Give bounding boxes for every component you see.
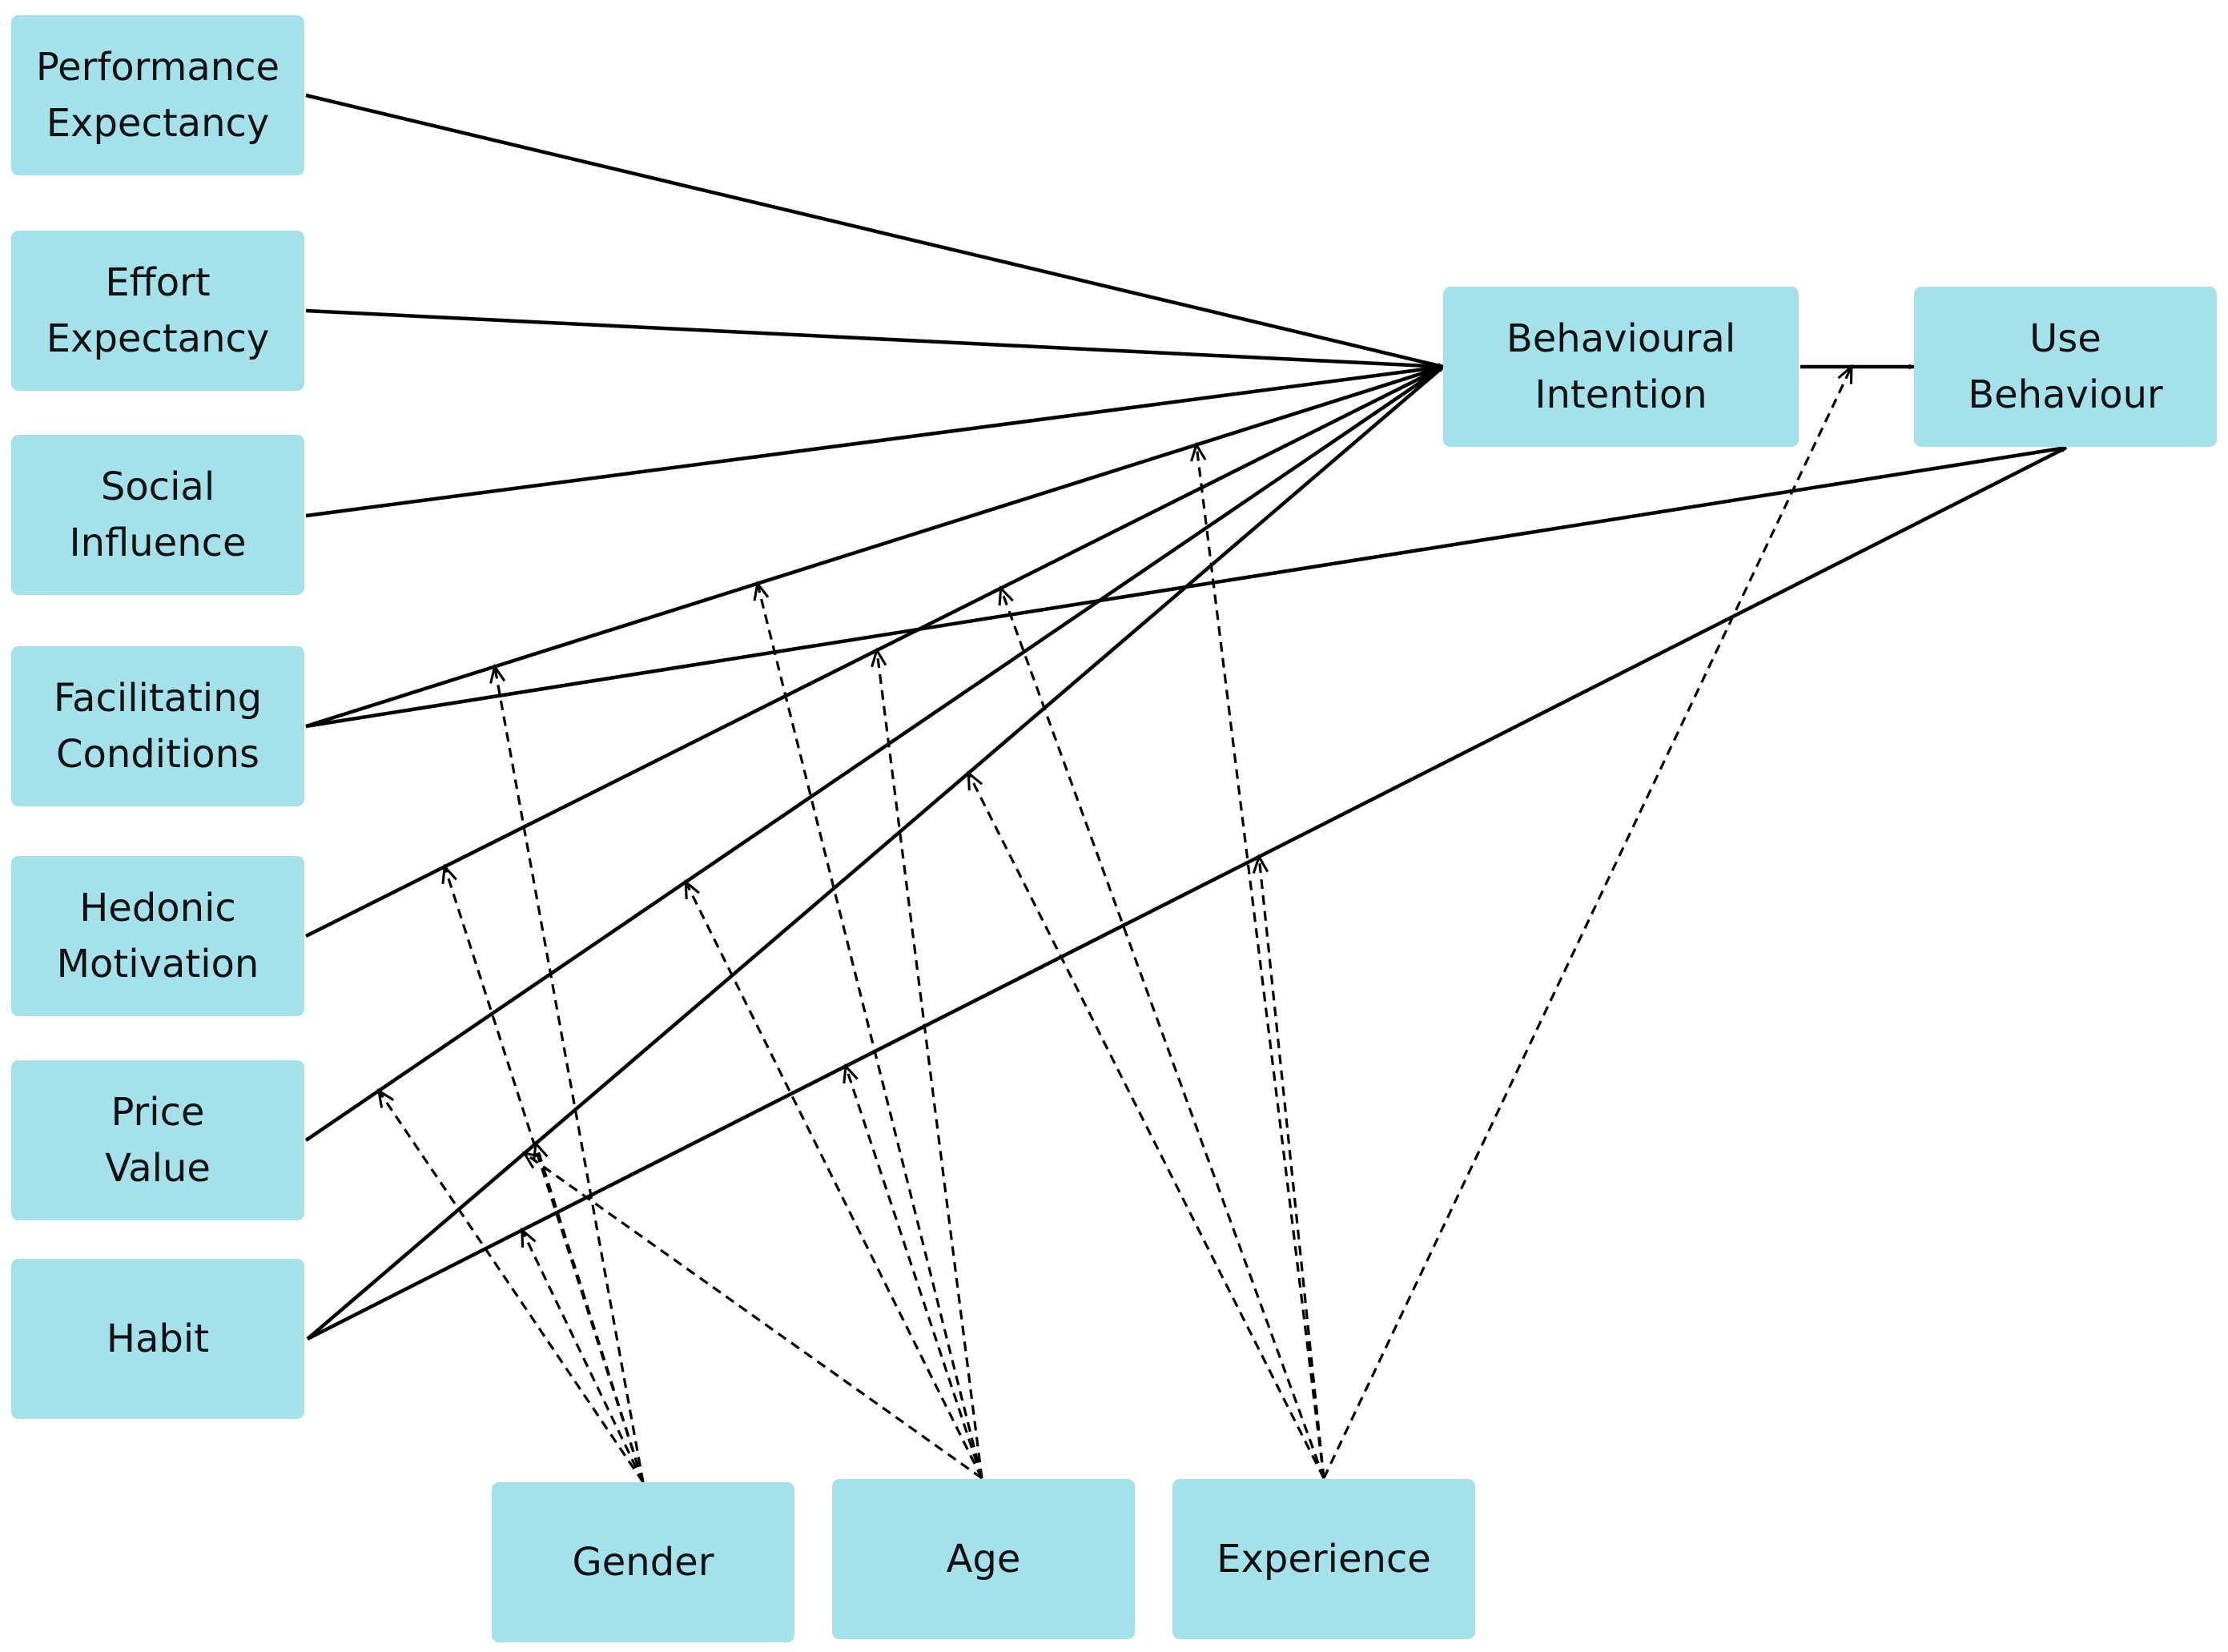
social-influence-label-line2: Influence: [69, 521, 247, 565]
moderator-arrow-age-on-facilitating-conditions-to-behavioural-intention: [753, 581, 983, 1479]
use-behaviour-box: Use Behaviour: [1914, 287, 2217, 447]
arrow-facilitating-conditions-to-behavioural-intention: [305, 364, 1444, 729]
moderating-arrows: [376, 364, 1853, 1483]
hedonic-motivation-box: Hedonic Motivation: [11, 856, 304, 1016]
moderator-arrow-gender-on-facilitating-conditions-to-behavioural-intention: [489, 663, 645, 1483]
price-value-box: Price Value: [11, 1060, 304, 1220]
moderator-arrow-gender-on-habit-to-use-behaviour: [521, 1227, 645, 1483]
moderator-arrow-experience-on-habit-to-behavioural-intention: [967, 770, 1325, 1479]
moderator-arrow-experience-on-habit-to-use-behaviour: [1252, 854, 1325, 1479]
arrow-habit-to-behavioural-intention: [306, 365, 1445, 1340]
facilitating-conditions-label-line2: Conditions: [55, 732, 260, 777]
experience-box: Experience: [1172, 1479, 1475, 1639]
gender-label: Gender: [572, 1540, 714, 1585]
moderator-arrow-experience-on-facilitating-conditions-to-behavioural-intention: [1190, 441, 1325, 1479]
age-box: Age: [832, 1479, 1135, 1639]
moderator-arrow-age-on-price-value-to-behavioural-intention: [684, 878, 983, 1479]
social-influence-box: Social Influence: [11, 435, 304, 595]
moderator-arrow-age-on-habit-to-use-behaviour: [843, 1063, 983, 1479]
performance-expectancy-box: Performance Expectancy: [11, 15, 304, 175]
facilitating-conditions-box: Facilitating Conditions: [11, 646, 304, 806]
arrow-habit-to-use-behaviour: [306, 445, 2068, 1341]
moderator-arrow-gender-on-price-value-to-behavioural-intention: [376, 1088, 645, 1483]
age-label: Age: [946, 1537, 1021, 1582]
moderator-arrow-experience-on-hedonic-motivation-to-behavioural-intention: [998, 585, 1325, 1479]
use-behaviour-label-line1: Use: [2029, 316, 2101, 361]
facilitating-conditions-label-line1: Facilitating: [53, 676, 263, 721]
arrow-facilitating-conditions-to-use-behaviour: [305, 445, 2067, 729]
use-behaviour-label-line2: Behaviour: [1968, 372, 2163, 417]
gender-box: Gender: [492, 1482, 794, 1642]
arrow-hedonic-motivation-to-behavioural-intention: [304, 364, 1445, 939]
moderator-arrow-age-on-habit-to-behavioural-intention: [521, 1151, 983, 1480]
habit-label: Habit: [106, 1316, 210, 1361]
moderator-arrow-gender-on-habit-to-behavioural-intention: [533, 1140, 645, 1483]
arrow-performance-expectancy-to-behavioural-intention: [305, 93, 1444, 369]
social-influence-label-line1: Social: [100, 464, 215, 509]
moderator-arrow-age-on-hedonic-motivation-to-behavioural-intention: [871, 647, 983, 1479]
moderator-arrow-gender-on-hedonic-motivation-to-behavioural-intention: [441, 863, 645, 1483]
hedonic-motivation-label-line1: Hedonic: [79, 886, 236, 931]
performance-expectancy-label-line1: Performance: [35, 45, 280, 90]
moderator-arrow-experience-on-behavioural-intention-to-use-behaviour: [1322, 364, 1853, 1479]
hedonic-motivation-label-line2: Motivation: [56, 942, 259, 987]
arrow-price-value-to-behavioural-intention: [304, 365, 1445, 1142]
behavioural-intention-box: Behavioural Intention: [1443, 287, 1799, 447]
arrow-effort-expectancy-to-behavioural-intention: [305, 308, 1444, 370]
effort-expectancy-label-line1: Effort: [105, 260, 211, 305]
habit-box: Habit: [11, 1259, 304, 1419]
performance-expectancy-label-line2: Expectancy: [46, 101, 270, 146]
behavioural-intention-label-line1: Behavioural: [1506, 316, 1736, 361]
price-value-label-line1: Price: [111, 1090, 205, 1135]
arrow-social-influence-to-behavioural-intention: [305, 364, 1444, 518]
price-value-label-line2: Value: [105, 1146, 211, 1191]
effort-expectancy-box: Effort Expectancy: [11, 231, 304, 391]
direct-arrows: [304, 93, 2068, 1341]
effort-expectancy-label-line2: Expectancy: [46, 316, 270, 361]
behavioural-intention-label-line2: Intention: [1534, 372, 1707, 417]
experience-label: Experience: [1217, 1537, 1431, 1582]
